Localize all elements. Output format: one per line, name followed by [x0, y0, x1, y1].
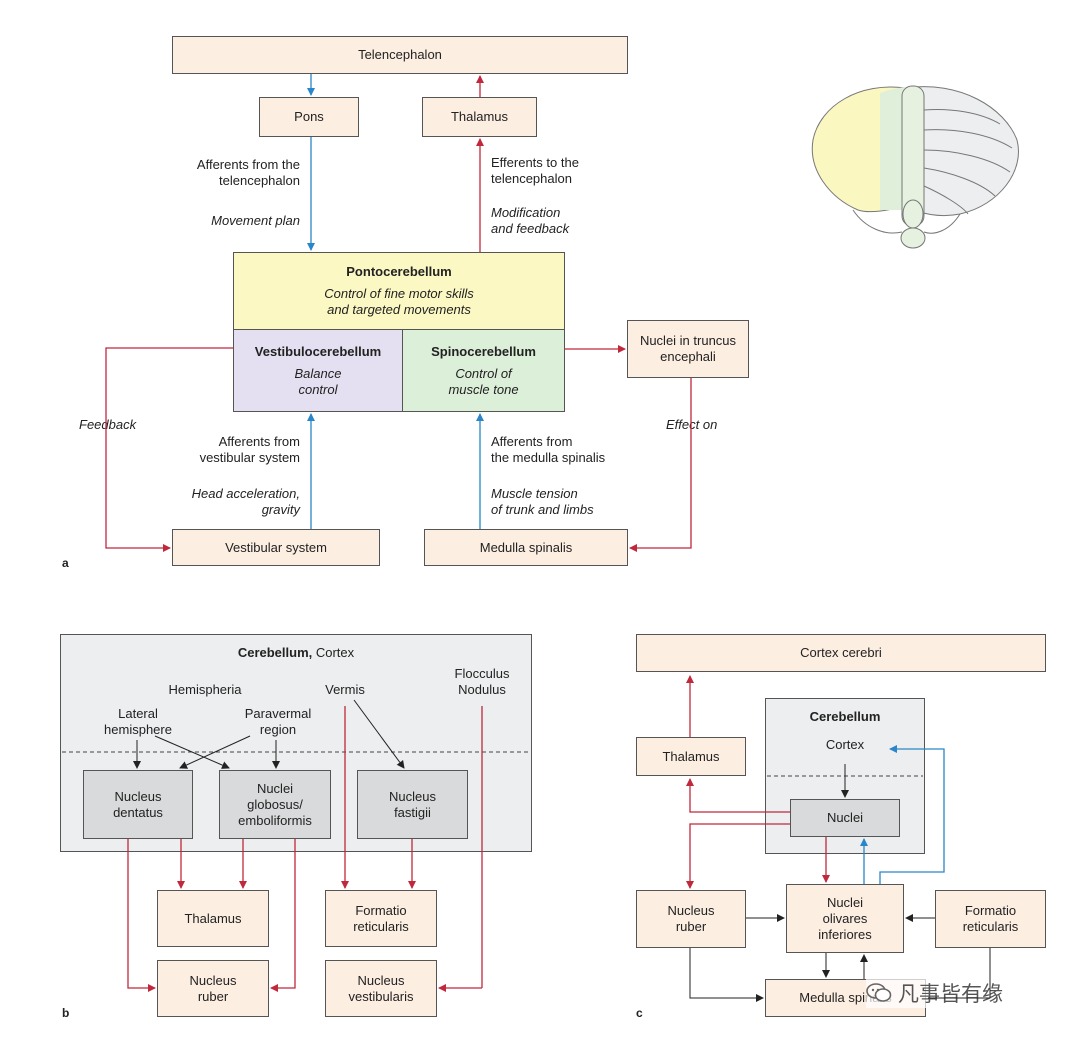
spinocerebellum-box: Spinocerebellum Control of muscle tone	[402, 329, 565, 412]
movement-plan-label: Movement plan	[211, 213, 300, 228]
nucleus-ruber-box-c: Nucleus ruber	[636, 890, 746, 948]
panel-letter-b: b	[62, 1006, 70, 1020]
nucleus-ruber-box-b: Nucleus ruber	[157, 960, 269, 1017]
effect-on-label: Effect on	[666, 417, 718, 432]
spinocerebellum-desc: Control of muscle tone	[448, 365, 519, 397]
thalamus-label-b: Thalamus	[184, 910, 242, 926]
vestibulocerebellum-desc: Balance control	[294, 365, 342, 397]
wechat-icon	[866, 982, 892, 1004]
modification-feedback-label: Modification and feedback	[491, 205, 570, 236]
nucleus-ruber-label-b: Nucleus ruber	[189, 972, 237, 1004]
formatio-reticularis-label-b: Formatio reticularis	[353, 902, 409, 934]
nucleus-dentatus-box: Nucleus dentatus	[83, 770, 193, 839]
feedback-label: Feedback	[79, 417, 137, 432]
cerebellum-bold-label: Cerebellum,	[237, 645, 313, 660]
head-acceleration-label: Head acceleration, gravity	[191, 486, 300, 517]
vestibular-system-label: Vestibular system	[225, 539, 327, 555]
nuclei-olivares-box: Nuclei olivares inferiores	[786, 884, 904, 953]
lateral-hemisphere-label: Lateral hemisphere	[104, 706, 172, 737]
thalamus-label-a: Thalamus	[450, 109, 509, 124]
muscle-tension-label: Muscle tension of trunk and limbs	[491, 486, 594, 517]
medulla-spinalis-box-a: Medulla spinalis	[424, 529, 628, 566]
nucleus-ruber-label-c: Nucleus ruber	[667, 903, 715, 934]
afferents-vestibular-label: Afferents from vestibular system	[199, 434, 300, 465]
paravermal-region-label: Paravermal region	[244, 706, 312, 737]
nuclei-olivares-label: Nuclei olivares inferiores	[818, 894, 872, 942]
nuclei-label-c: Nuclei	[826, 810, 864, 825]
spinocerebellum-title: Spinocerebellum	[431, 343, 536, 359]
cerebellum-illustration	[811, 85, 1019, 249]
watermark-text: 凡事皆有缘	[898, 982, 1003, 1006]
pons-box: Pons	[259, 97, 359, 137]
medulla-spinalis-label-a: Medulla spinalis	[479, 539, 573, 555]
formatio-reticularis-box-b: Formatio reticularis	[325, 890, 437, 947]
thalamus-box-c: Thalamus	[636, 737, 746, 776]
panel-letter-c: c	[636, 1006, 643, 1020]
telencephalon-label: Telencephalon	[358, 47, 442, 62]
telencephalon-box: Telencephalon	[172, 36, 628, 74]
thalamus-box-b: Thalamus	[157, 890, 269, 947]
efferents-telencephalon-label: Efferents to the telencephalon	[491, 155, 579, 186]
cerebellum-label-c: Cerebellum	[809, 709, 881, 724]
nuclei-truncus-box: Nuclei in truncus encephali	[627, 320, 749, 378]
pontocerebellum-title: Pontocerebellum	[346, 264, 452, 279]
nucleus-fastigii-box: Nucleus fastigii	[357, 770, 468, 839]
nuclei-box-c: Nuclei	[790, 799, 900, 837]
cortex-label-c: Cortex	[825, 737, 865, 752]
vermis-label: Vermis	[325, 682, 365, 697]
vestibulocerebellum-title: Vestibulocerebellum	[254, 343, 382, 359]
vestibular-system-box: Vestibular system	[172, 529, 380, 566]
nuclei-globosus-label: Nuclei globosus/ emboliformis	[238, 780, 312, 828]
afferents-telencephalon-label: Afferents from the telencephalon	[196, 157, 300, 188]
flocculus-nodulus-label: Flocculus Nodulus	[454, 666, 510, 697]
formatio-reticularis-box-c: Formatio reticularis	[935, 890, 1046, 948]
afferents-medulla-label: Afferents from the medulla spinalis	[491, 434, 606, 465]
watermark: 凡事皆有缘	[866, 978, 1050, 1008]
pons-label: Pons	[294, 109, 324, 124]
hemispheria-label: Hemispheria	[168, 682, 242, 697]
thalamus-label-c: Thalamus	[662, 748, 720, 764]
cortex-cerebri-label: Cortex cerebri	[800, 645, 882, 660]
pontocerebellum-desc: Control of fine motor skills and targete…	[324, 286, 474, 317]
thalamus-box-a: Thalamus	[422, 97, 537, 137]
nuclei-globosus-box: Nuclei globosus/ emboliformis	[219, 770, 331, 839]
pontocerebellum-box: Pontocerebellum Control of fine motor sk…	[233, 252, 565, 330]
nuclei-truncus-label: Nuclei in truncus encephali	[639, 333, 737, 364]
vestibulocerebellum-box: Vestibulocerebellum Balance control	[233, 329, 403, 412]
nucleus-fastigii-label: Nucleus fastigii	[389, 788, 436, 820]
cortex-rest-label: Cortex	[312, 645, 355, 660]
nucleus-vestibularis-label: Nucleus vestibularis	[348, 972, 414, 1004]
cortex-cerebri-box: Cortex cerebri	[636, 634, 1046, 672]
panel-letter-a: a	[62, 556, 69, 570]
nucleus-dentatus-label: Nucleus dentatus	[113, 788, 163, 820]
formatio-reticularis-label-c: Formatio reticularis	[962, 903, 1019, 934]
cerebellum-cortex-title: Cerebellum, Cortex	[238, 645, 354, 661]
nucleus-vestibularis-box: Nucleus vestibularis	[325, 960, 437, 1017]
